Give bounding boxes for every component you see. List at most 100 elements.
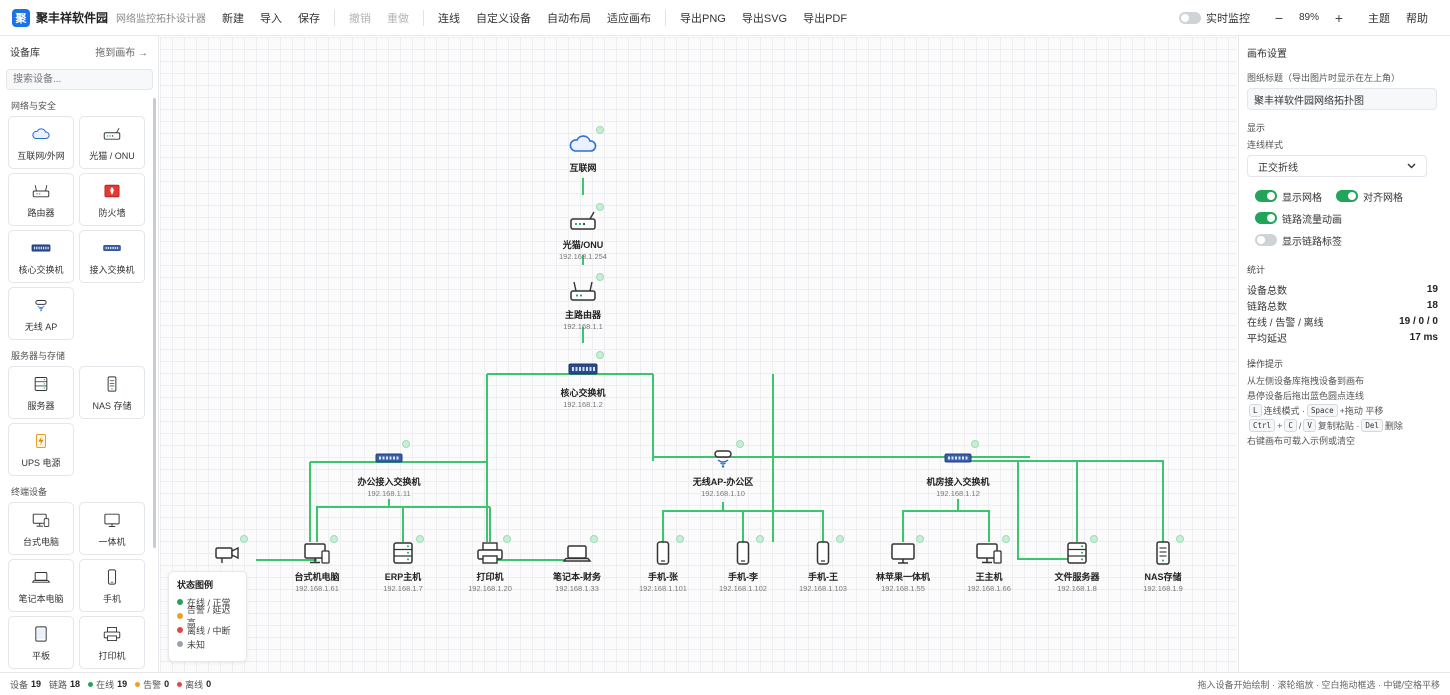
device-tile-switch[interactable]: 核心交换机 <box>8 230 74 283</box>
fit-canvas-button[interactable]: 适应画布 <box>607 12 652 25</box>
export-png-button[interactable]: 导出PNG <box>680 12 726 25</box>
custom-device-button[interactable]: 自定义设备 <box>476 12 532 25</box>
device-tile-desktop[interactable]: 台式电脑 <box>8 502 74 555</box>
device-search-input[interactable] <box>6 69 153 90</box>
toolbar-divider <box>334 9 336 26</box>
router-icon <box>570 281 596 301</box>
node-name: 打印机 <box>476 572 504 582</box>
help-button[interactable]: 帮助 <box>1406 12 1428 25</box>
diagram-title-input[interactable]: 聚丰祥软件园网络拓扑图 <box>1247 88 1437 110</box>
device-tile-server[interactable]: 服务器 <box>8 366 74 419</box>
theme-button[interactable]: 主题 <box>1368 12 1390 25</box>
status-online-label: 在线 <box>96 679 115 690</box>
tip-shortcuts-2: Ctrl+C/V 复制粘贴 · Del 删除 <box>1239 418 1450 433</box>
device-tile-nas[interactable]: NAS 存储 <box>79 366 145 419</box>
network-link[interactable] <box>902 499 959 542</box>
zoom-in-button[interactable]: + <box>1334 9 1344 26</box>
show-link-labels-toggle[interactable]: 显示链路标签 <box>1255 233 1342 248</box>
nas-icon <box>1156 541 1170 565</box>
device-tile-laptop[interactable]: 笔记本电脑 <box>8 559 74 612</box>
network-link[interactable] <box>316 499 390 542</box>
camera-icon <box>215 546 239 563</box>
toggle-label: 显示链路标签 <box>1282 236 1342 248</box>
phone-icon <box>656 541 670 565</box>
toggle-switch <box>1255 234 1277 246</box>
export-svg-button[interactable]: 导出SVG <box>741 12 788 25</box>
stat-value: 18 <box>1426 299 1438 311</box>
realtime-toggle[interactable] <box>1179 11 1201 24</box>
desktop-icon <box>32 513 50 527</box>
redo-button[interactable]: 重做 <box>387 12 410 25</box>
show-grid-toggle[interactable]: 显示网格 <box>1255 189 1322 204</box>
nas-icon <box>107 375 117 392</box>
zoom-control: − 89% + <box>1270 10 1348 26</box>
node-status-dot <box>416 535 424 543</box>
undo-button[interactable]: 撤销 <box>349 12 372 25</box>
network-link[interactable] <box>1077 460 1164 542</box>
node-icon-wrap <box>886 535 924 567</box>
traffic-animation-toggle[interactable]: 链路流量动画 <box>1255 211 1342 226</box>
node-status-dot <box>240 535 248 543</box>
sidebar-scrollbar[interactable] <box>153 98 156 548</box>
save-button[interactable]: 保存 <box>298 12 321 25</box>
device-tile-tablet[interactable]: 平板 <box>8 616 74 669</box>
topology-node[interactable]: 互联网 <box>538 126 628 174</box>
device-tile-cloud[interactable]: 互联网/外网 <box>8 116 74 169</box>
snap-grid-toggle[interactable]: 对齐网格 <box>1336 189 1403 204</box>
status-links-count: 18 <box>70 679 81 689</box>
device-tile-modem[interactable]: 光猫 / ONU <box>79 116 145 169</box>
tip-text: 复制粘贴 · <box>1317 421 1360 431</box>
link-style-select[interactable]: 正交折线 <box>1247 155 1427 177</box>
node-status-dot <box>1090 535 1098 543</box>
device-tile-label: UPS 电源 <box>21 457 61 468</box>
toggle-switch <box>1255 212 1277 224</box>
device-tile-ap[interactable]: 无线 AP <box>8 287 74 340</box>
node-ip: 192.168.1.2 <box>563 400 603 409</box>
device-tile-printer[interactable]: 打印机 <box>79 616 145 669</box>
node-status-dot <box>756 535 764 543</box>
network-link[interactable] <box>662 502 724 542</box>
device-tile-ups[interactable]: UPS 电源 <box>8 423 74 476</box>
device-tile-switch-small[interactable]: 接入交换机 <box>79 230 145 283</box>
topology-node[interactable] <box>182 535 272 567</box>
zoom-out-button[interactable]: − <box>1274 9 1284 26</box>
device-tile-router[interactable]: 路由器 <box>8 173 74 226</box>
node-name: 王主机 <box>975 572 1003 582</box>
auto-layout-button[interactable]: 自动布局 <box>547 12 592 25</box>
import-button[interactable]: 导入 <box>260 12 283 25</box>
device-tile-firewall[interactable]: 防火墙 <box>79 173 145 226</box>
export-pdf-button[interactable]: 导出PDF <box>803 12 848 25</box>
kbd-key: Del <box>1361 419 1383 432</box>
network-link[interactable] <box>958 510 990 542</box>
monitor-icon <box>104 513 120 527</box>
network-link[interactable] <box>663 510 824 542</box>
toggle-row: 显示网格 对齐网格 <box>1239 185 1450 207</box>
connect-button[interactable]: 连线 <box>438 12 461 25</box>
tips-section-title: 操作提示 <box>1247 359 1284 369</box>
device-tile-label: 光猫 / ONU <box>89 150 135 161</box>
legend-title: 状态图例 <box>177 580 214 590</box>
device-tile-phone[interactable]: 手机 <box>79 559 145 612</box>
network-link[interactable] <box>1017 461 1077 560</box>
device-tile-monitor[interactable]: 一体机 <box>79 502 145 555</box>
new-button[interactable]: 新建 <box>222 12 245 25</box>
